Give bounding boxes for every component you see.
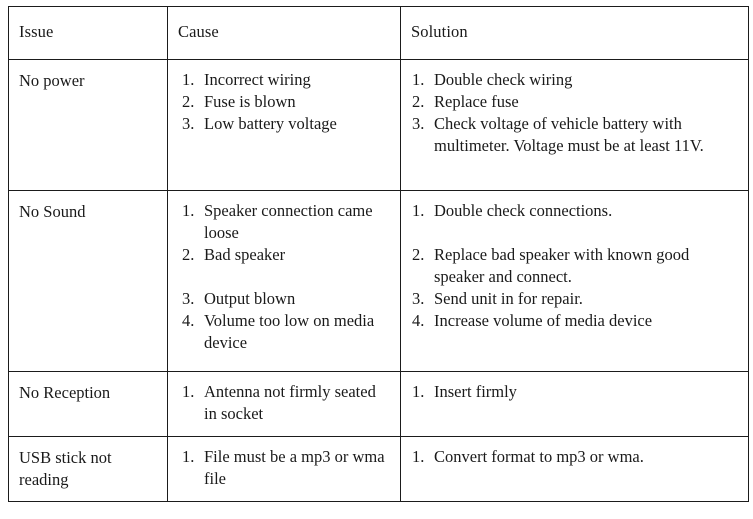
list-item-text: Fuse is blown (204, 91, 296, 111)
list-item-number: 1. (412, 69, 425, 89)
list-item: 2. Replace bad speaker with known good sp… (412, 244, 740, 288)
list-item-number: 1. (182, 381, 195, 401)
list-item: 3. Low battery voltage (182, 113, 392, 135)
list-item-number: 2. (412, 244, 425, 264)
list-item: 2. Replace fuse (412, 91, 740, 113)
list-item-text: Speaker connection came loose (204, 200, 373, 242)
solution-list: 1. Insert firmly (412, 381, 740, 403)
cell-cause: 1. Antenna not firmly seated in socket (167, 370, 401, 437)
list-item: 3. Send unit in for repair. (412, 288, 740, 310)
list-item-number: 1. (182, 446, 195, 466)
list-item-number: 2. (182, 244, 195, 264)
header-label-cause: Cause (178, 22, 219, 41)
list-item-text: Bad speaker (204, 244, 286, 264)
list-item-number: 1. (412, 381, 425, 401)
cell-issue: USB stick not reading (8, 435, 168, 502)
list-item: 1. Speaker connection came loose (182, 200, 392, 244)
list-item: 1. Antenna not firmly seated in socket (182, 381, 392, 425)
list-item-text: Replace fuse (434, 91, 519, 111)
header-cell-solution: Solution (400, 6, 749, 60)
list-item-number: 1. (182, 69, 195, 89)
list-item: 3. Check voltage of vehicle battery with … (412, 113, 740, 157)
list-item-text: Replace bad speaker with known good spea… (434, 244, 690, 286)
header-cell-issue: Issue (8, 6, 168, 60)
cell-issue: No Sound (8, 189, 168, 372)
list-item: 4. Volume too low on media device (182, 310, 392, 354)
list-item-number: 4. (182, 310, 195, 330)
cell-issue: No Reception (8, 370, 168, 437)
issue-text: No power (19, 70, 85, 90)
list-item: 1. File must be a mp3 or wma file (182, 446, 392, 490)
solution-list: 1. Double check connections. 2. Replace bad… (412, 200, 740, 332)
list-item-text: Double check connections. (434, 200, 613, 220)
list-item-number: 3. (412, 113, 425, 133)
cause-list: 1. Incorrect wiring 2. Fuse is blown 3. Low b… (182, 69, 392, 135)
solution-list: 1. Double check wiring 2. Replace fuse 3. Che… (412, 69, 740, 157)
list-item: 1. Double check connections. (412, 200, 740, 222)
solution-list: 1. Convert format to mp3 or wma. (412, 446, 740, 468)
cause-list: 1. Antenna not firmly seated in socket (182, 381, 392, 425)
list-item: 4. Increase volume of media device (412, 310, 740, 332)
list-item-number: 1. (182, 200, 195, 220)
cell-solution: 1. Double check connections. 2. Replace bad… (400, 189, 749, 372)
table-row: USB stick not reading 1. File must be a m… (8, 435, 749, 502)
cell-cause: 1. Speaker connection came loose 2. Bad spe… (167, 189, 401, 372)
cause-list: 1. Speaker connection came loose 2. Bad spe… (182, 200, 392, 354)
list-item-text: Antenna not firmly seated in socket (204, 381, 376, 423)
list-item-text: Volume too low on media device (204, 310, 375, 352)
list-item: 1. Insert firmly (412, 381, 740, 403)
header-cell-cause: Cause (167, 6, 401, 60)
cell-cause: 1. Incorrect wiring 2. Fuse is blown 3. Low b… (167, 58, 401, 191)
list-item: 3. Output blown (182, 288, 392, 310)
table-body: Issue Cause Solution No power (8, 6, 749, 502)
list-item-number: 1. (412, 200, 425, 220)
header-label-solution: Solution (411, 22, 468, 41)
list-item-text: Output blown (204, 288, 296, 308)
cell-issue: No power (8, 58, 168, 191)
list-item: 1. Incorrect wiring (182, 69, 392, 91)
list-item-text: Increase volume of media device (434, 310, 653, 330)
issue-text: No Sound (19, 201, 86, 221)
cell-solution: 1. Insert firmly (400, 370, 749, 437)
cell-solution: 1. Double check wiring 2. Replace fuse 3. Che… (400, 58, 749, 191)
list-item: 2. Bad speaker (182, 244, 392, 266)
list-item-number: 4. (412, 310, 425, 330)
cell-cause: 1. File must be a mp3 or wma file (167, 435, 401, 502)
list-item-text: Low battery voltage (204, 113, 337, 133)
list-item-text: Double check wiring (434, 69, 573, 89)
list-item-number: 3. (412, 288, 425, 308)
list-item-text: Check voltage of vehicle battery with mu… (434, 113, 704, 155)
list-item-text: File must be a mp3 or wma file (204, 446, 385, 488)
list-item-text: Convert format to mp3 or wma. (434, 446, 644, 466)
issue-text: USB stick not reading (19, 447, 112, 489)
list-item-number: 3. (182, 113, 195, 133)
list-item: 2. Fuse is blown (182, 91, 392, 113)
list-item-text: Insert firmly (434, 381, 517, 401)
table-row: No power 1. Incorrect wiring 2. Fuse is blo… (8, 58, 749, 191)
list-item: 1. Double check wiring (412, 69, 740, 91)
list-item-number: 2. (182, 91, 195, 111)
table-row: No Sound 1. Speaker connection came loose… (8, 189, 749, 372)
table-header-row: Issue Cause Solution (8, 6, 749, 60)
issue-text: No Reception (19, 382, 111, 402)
cause-list: 1. File must be a mp3 or wma file (182, 446, 392, 490)
troubleshooting-table: Issue Cause Solution No power (8, 6, 749, 502)
list-item-text: Incorrect wiring (204, 69, 311, 89)
list-item-number: 1. (412, 446, 425, 466)
table-row: No Reception 1. Antenna not firmly seated… (8, 370, 749, 437)
list-item-text: Send unit in for repair. (434, 288, 583, 308)
cell-solution: 1. Convert format to mp3 or wma. (400, 435, 749, 502)
list-item: 1. Convert format to mp3 or wma. (412, 446, 740, 468)
list-item-number: 2. (412, 91, 425, 111)
list-item-number: 3. (182, 288, 195, 308)
header-label-issue: Issue (19, 22, 54, 41)
